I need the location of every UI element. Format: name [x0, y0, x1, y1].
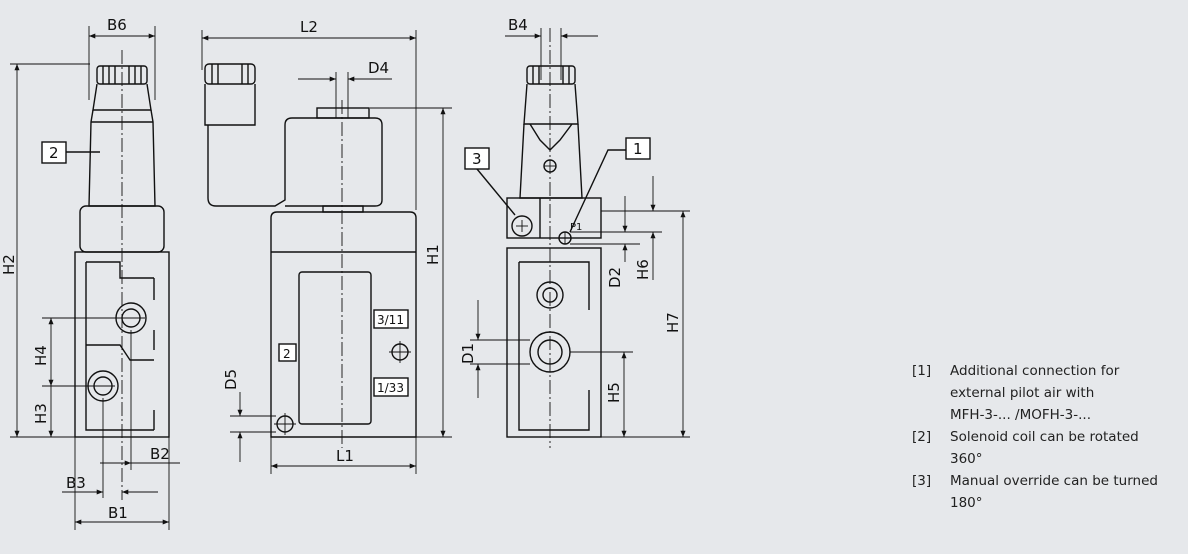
note-3-text: Manual override can be turned 180°	[950, 470, 1182, 514]
dim-H6: H6	[634, 259, 652, 280]
port-label-133: 1/33	[377, 381, 404, 395]
callout-3: 3	[472, 150, 482, 168]
end-view	[464, 65, 651, 438]
dim-B6: B6	[107, 16, 127, 34]
dim-H2: H2	[0, 254, 18, 275]
end-body	[506, 247, 602, 438]
dim-D4: D4	[368, 59, 389, 77]
note-1-line-3: MFH-3-... /MOFH-3-...	[950, 407, 1092, 423]
dim-H5: H5	[605, 382, 623, 403]
note-1-text: Additional connection for external pilot…	[950, 360, 1182, 426]
dim-H1: H1	[424, 244, 442, 265]
note-3-number: [3]	[912, 473, 932, 489]
label-P1: P1	[570, 222, 582, 233]
end-coil	[519, 123, 583, 199]
front-view	[204, 63, 417, 438]
dim-D2: D2	[606, 267, 624, 288]
dim-B3: B3	[66, 474, 86, 492]
dim-D1: D1	[459, 343, 477, 364]
note-3: [3] Manual override can be turned 180°	[912, 470, 1182, 514]
note-2-text: Solenoid coil can be rotated 360°	[950, 426, 1182, 470]
note-2-number: [2]	[912, 429, 932, 445]
callout-2: 2	[49, 144, 59, 162]
note-1: [1] Additional connection for external p…	[912, 360, 1182, 426]
dim-L2: L2	[300, 18, 318, 36]
note-2-line-2: 360°	[950, 451, 983, 467]
dim-D5: D5	[222, 369, 240, 390]
note-1-number: [1]	[912, 363, 932, 379]
dim-B4: B4	[508, 16, 528, 34]
front-coil	[207, 125, 286, 207]
port-label-311: 3/11	[377, 313, 404, 327]
dim-H7: H7	[664, 312, 682, 333]
note-2-line-1: Solenoid coil can be rotated	[950, 429, 1139, 445]
dim-H4: H4	[32, 345, 50, 366]
notes-legend: [1] Additional connection for external p…	[912, 360, 1182, 514]
note-3-line-1: Manual override can be turned	[950, 473, 1158, 489]
end-pilot-block	[506, 197, 602, 239]
dim-L1: L1	[336, 447, 354, 465]
note-1-line-1: Additional connection for	[950, 363, 1120, 379]
end-plug-cap	[526, 65, 576, 85]
dim-B2: B2	[150, 445, 170, 463]
front-plug-cap	[204, 63, 256, 85]
port-label-2: 2	[283, 347, 291, 361]
callout-1: 1	[633, 140, 643, 158]
side-view	[41, 65, 170, 438]
note-2: [2] Solenoid coil can be rotated 360°	[912, 426, 1182, 470]
dim-B1: B1	[108, 504, 128, 522]
note-1-line-2: external pilot air with	[950, 385, 1095, 401]
dim-H3: H3	[32, 403, 50, 424]
front-body	[270, 211, 417, 438]
note-3-line-2: 180°	[950, 495, 983, 511]
